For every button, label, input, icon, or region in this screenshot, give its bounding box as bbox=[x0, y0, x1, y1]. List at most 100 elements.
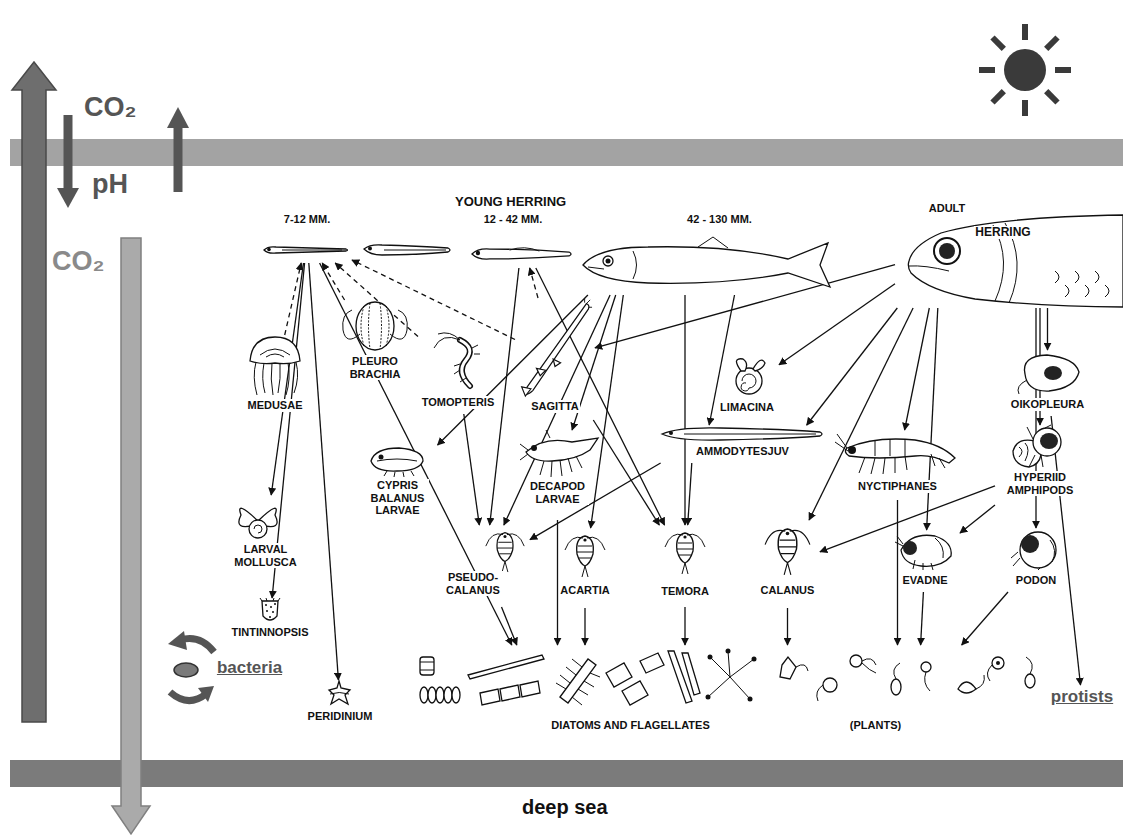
annotation-label: deep sea bbox=[522, 796, 608, 818]
feeding-link bbox=[591, 295, 624, 528]
drawing-part bbox=[364, 245, 450, 255]
drawing-part bbox=[939, 243, 955, 259]
organism-label: PLEURO BRACHIA bbox=[345, 355, 405, 380]
organism-label: MEDUSAE bbox=[246, 399, 303, 412]
drawing-part bbox=[765, 530, 810, 575]
drawing-part bbox=[726, 649, 731, 654]
organism-drawing bbox=[727, 355, 767, 397]
sun-symbol bbox=[979, 24, 1071, 116]
organism-drawing bbox=[1013, 350, 1083, 395]
drawing-part bbox=[356, 302, 394, 350]
organism-label: ACARTIA bbox=[559, 584, 611, 597]
organism-drawing bbox=[895, 530, 955, 570]
drawing-part bbox=[525, 304, 589, 395]
organism-node: MEDUSAE bbox=[236, 335, 314, 419]
organism-node: TOMOPTERIS bbox=[418, 330, 498, 414]
drawing-part bbox=[361, 303, 389, 349]
organism-label: EVADNE bbox=[901, 574, 948, 587]
annotation-holder: YOUNG HERRING bbox=[455, 192, 566, 210]
feeding-link bbox=[557, 520, 558, 645]
organism-node: DIATOMS AND FLAGELLATES(PLANTS) bbox=[410, 645, 1045, 745]
annotation-label: pH bbox=[92, 170, 128, 200]
drawing-part bbox=[452, 687, 460, 703]
feeding-link bbox=[688, 463, 692, 525]
feeding-link bbox=[897, 500, 898, 645]
drawing-part bbox=[556, 659, 600, 705]
organism-node: DECAPOD LARVAE bbox=[510, 430, 605, 520]
drawing-part bbox=[903, 541, 917, 555]
drawing-part bbox=[522, 359, 561, 396]
drawing-part bbox=[560, 659, 596, 703]
organism-label: LIMACINA bbox=[719, 401, 775, 414]
drawing-part bbox=[329, 681, 350, 704]
organism-drawing bbox=[233, 495, 283, 540]
drawing-part bbox=[526, 438, 598, 461]
drawing-part bbox=[1025, 674, 1035, 688]
drawing-part bbox=[706, 649, 757, 702]
drawing-part bbox=[434, 333, 480, 382]
feeding-link bbox=[1047, 308, 1048, 350]
drawing-part bbox=[472, 249, 571, 259]
organism-label: HERRING bbox=[974, 226, 1031, 240]
organism-label: bacteria bbox=[216, 658, 283, 678]
drawing-part bbox=[264, 247, 348, 253]
drawing-part bbox=[1033, 428, 1061, 456]
organism-drawing bbox=[246, 335, 304, 397]
drawing-part bbox=[531, 445, 537, 451]
feeding-link bbox=[504, 295, 610, 525]
drawing-part bbox=[665, 534, 705, 574]
drawing-part bbox=[780, 657, 796, 679]
annotation-holder: CO₂ bbox=[84, 93, 137, 123]
feeding-link bbox=[960, 505, 995, 533]
drawing-part bbox=[565, 537, 605, 577]
drawing-part bbox=[468, 655, 544, 679]
annotation-holder: pH bbox=[92, 170, 128, 200]
upward-arrow bbox=[12, 62, 56, 722]
drawing-part bbox=[269, 616, 271, 618]
feeding-link bbox=[502, 607, 517, 645]
drawing-part bbox=[170, 692, 206, 701]
small-arrow bbox=[174, 126, 183, 192]
organism-drawing bbox=[565, 528, 605, 578]
drawing-part bbox=[1026, 657, 1032, 674]
drawing-part bbox=[1046, 91, 1057, 102]
feeding-link bbox=[684, 295, 685, 525]
organism-label: PERIDINIUM bbox=[307, 710, 374, 723]
organism-label: TEMORA bbox=[660, 585, 710, 598]
drawing-part bbox=[1046, 38, 1057, 49]
drawing-part bbox=[1055, 67, 1071, 73]
organism-node: SAGITTA bbox=[515, 298, 595, 420]
drawing-part bbox=[895, 536, 943, 570]
drawing-part bbox=[420, 687, 428, 703]
drawing-part bbox=[1040, 433, 1058, 449]
drawing-part bbox=[778, 529, 797, 563]
drawing-part bbox=[817, 685, 823, 701]
organism-drawing bbox=[660, 425, 825, 443]
feeding-link bbox=[593, 420, 659, 525]
annotation-holder: deep sea bbox=[522, 796, 608, 818]
organism-label: HYPERIID AMPHIPODS bbox=[1003, 471, 1077, 496]
drawing-part bbox=[377, 459, 417, 477]
drawing-part bbox=[585, 298, 592, 307]
drawing-part bbox=[272, 611, 274, 613]
drawing-part bbox=[1018, 380, 1027, 394]
organism-label: PODON bbox=[1015, 574, 1057, 587]
drawing-part bbox=[420, 662, 434, 670]
drawing-part bbox=[669, 431, 673, 435]
drawing-part bbox=[1055, 271, 1109, 297]
organism-label: 12 - 42 MM. bbox=[483, 213, 544, 226]
drawing-part bbox=[909, 266, 949, 271]
drawing-part bbox=[996, 661, 1000, 665]
drawing-part bbox=[254, 525, 262, 533]
organism-drawing bbox=[470, 243, 574, 265]
organism-label: TOMOPTERIS bbox=[421, 396, 496, 409]
drawing-part bbox=[384, 250, 446, 251]
organism-drawing bbox=[410, 645, 1045, 710]
annotation-label: CO₂ bbox=[52, 247, 105, 277]
drawing-part bbox=[958, 682, 976, 693]
organism-drawing bbox=[665, 525, 705, 575]
feeding-link bbox=[464, 414, 480, 525]
drawing-part bbox=[786, 532, 790, 536]
small-arrow-head bbox=[167, 107, 189, 128]
